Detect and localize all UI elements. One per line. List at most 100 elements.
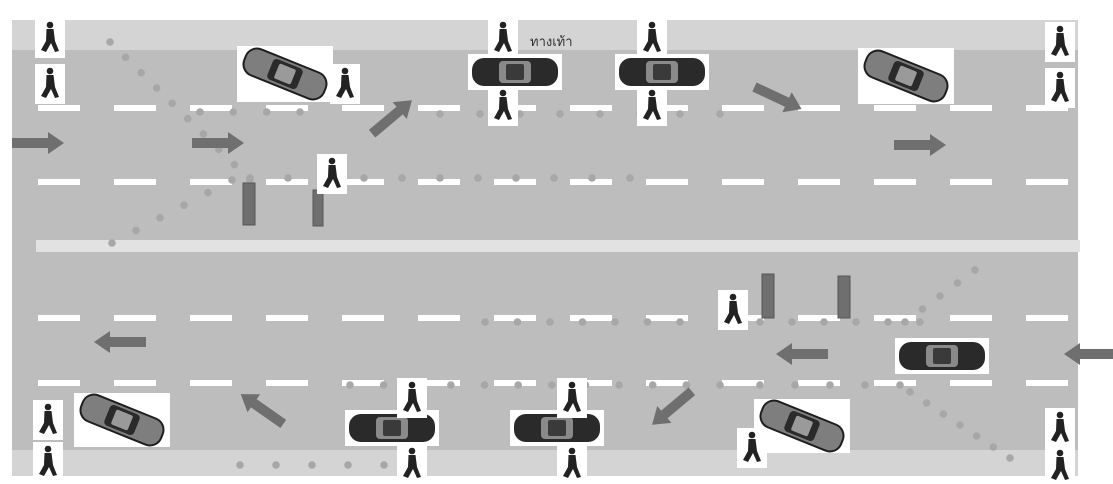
lane-dash bbox=[874, 315, 916, 321]
crosswalk-dot bbox=[626, 174, 634, 182]
pedestrians bbox=[33, 18, 1075, 484]
car-icon bbox=[615, 54, 709, 90]
car-icon bbox=[895, 338, 989, 374]
lane-dash bbox=[266, 380, 308, 386]
crosswalk-dot bbox=[132, 226, 140, 235]
crosswalk-dot bbox=[152, 84, 161, 92]
crosswalk-dot bbox=[588, 174, 596, 182]
lane-dash bbox=[874, 179, 916, 185]
lane-dash bbox=[646, 380, 688, 386]
crosswalk-dot bbox=[296, 108, 304, 116]
lane-dash bbox=[570, 179, 612, 185]
sidewalk-top bbox=[12, 20, 1078, 50]
crosswalk-dot bbox=[648, 381, 657, 389]
crosswalk-dot bbox=[716, 110, 724, 118]
lane-dash bbox=[114, 179, 156, 185]
crosswalk-dot bbox=[436, 110, 444, 118]
lane-dash bbox=[646, 179, 688, 185]
lane-dash bbox=[190, 380, 232, 386]
pedestrian-icon bbox=[637, 18, 667, 58]
lane-dash bbox=[646, 315, 688, 321]
lane-dash bbox=[190, 105, 232, 111]
crosswalk-dot bbox=[379, 381, 388, 389]
lane-dash bbox=[874, 105, 916, 111]
crosswalk-dot bbox=[556, 110, 564, 118]
crosswalk-dot bbox=[916, 318, 924, 326]
crosswalk-dot bbox=[884, 318, 892, 326]
car-icon bbox=[468, 54, 562, 90]
lane-dash bbox=[38, 179, 80, 185]
pedestrian-icon bbox=[637, 86, 667, 126]
crosswalk-dot bbox=[156, 214, 164, 222]
crosswalk-dot bbox=[516, 110, 524, 118]
crosswalk-dot bbox=[548, 381, 556, 389]
crosswalk-dot bbox=[643, 318, 652, 326]
lane-dash bbox=[494, 315, 536, 321]
lane-dash bbox=[190, 315, 232, 321]
crosswalk-dot bbox=[861, 381, 869, 389]
crosswalk-dot bbox=[546, 318, 554, 326]
crosswalk-dot bbox=[476, 110, 484, 118]
lane-dash bbox=[114, 315, 156, 321]
crosswalk-dot bbox=[596, 110, 604, 118]
lane-dash bbox=[418, 315, 460, 321]
pedestrian-icon bbox=[33, 442, 63, 482]
lane-dash bbox=[190, 179, 232, 185]
sidewalk-label: ทางเท้า bbox=[530, 35, 573, 50]
crosswalk-dot bbox=[229, 108, 238, 116]
pedestrian-icon bbox=[557, 444, 587, 484]
lane-dash bbox=[950, 179, 992, 185]
lane-dash bbox=[342, 380, 384, 386]
lane-dash bbox=[114, 380, 156, 386]
lane-dash bbox=[266, 315, 308, 321]
bollard bbox=[242, 182, 256, 226]
pedestrian-icon bbox=[737, 428, 767, 468]
lane-dash bbox=[950, 315, 992, 321]
pedestrian-icon bbox=[1045, 446, 1075, 484]
crosswalk-dot bbox=[346, 381, 354, 389]
crosswalk-dot bbox=[989, 443, 998, 451]
crosswalk-dot bbox=[199, 130, 208, 138]
lane-dash bbox=[798, 315, 840, 321]
crosswalk-dot bbox=[183, 114, 192, 123]
crosswalk-dot bbox=[922, 399, 931, 407]
crosswalk-dot bbox=[852, 318, 860, 326]
crosswalk-dot bbox=[1006, 454, 1014, 462]
lane-markings bbox=[38, 105, 1068, 386]
lane-dash bbox=[950, 105, 992, 111]
crosswalk-dot bbox=[550, 174, 558, 182]
crosswalk-dot bbox=[230, 160, 239, 169]
crosswalk-dot bbox=[180, 201, 188, 209]
lane-dash bbox=[418, 105, 460, 111]
median-strip bbox=[36, 240, 1080, 252]
lane-dash bbox=[570, 315, 612, 321]
pedestrian-icon bbox=[35, 64, 65, 104]
crosswalk-dot bbox=[272, 461, 280, 469]
lane-dash bbox=[342, 315, 384, 321]
pedestrian-icon bbox=[35, 18, 65, 58]
lane-dash bbox=[798, 105, 840, 111]
crosswalk-dot bbox=[121, 53, 130, 62]
pedestrian-icon bbox=[330, 64, 360, 104]
crosswalk-dot bbox=[956, 421, 964, 429]
crosswalk-dot bbox=[756, 318, 764, 326]
lane-dash bbox=[874, 380, 916, 386]
lane-dash bbox=[950, 380, 992, 386]
lane-dash bbox=[570, 380, 612, 386]
crosswalk-dot bbox=[972, 432, 981, 440]
crosswalk-dot bbox=[826, 381, 834, 389]
lane-dash bbox=[38, 380, 80, 386]
crosswalk-dot bbox=[447, 381, 455, 389]
crosswalk-dot bbox=[611, 318, 619, 326]
crosswalk-dot bbox=[512, 174, 520, 182]
pedestrian-icon bbox=[397, 378, 427, 418]
pedestrian-icon bbox=[718, 290, 748, 330]
crosswalk-dot bbox=[820, 318, 828, 326]
lane-dash bbox=[722, 179, 764, 185]
lane-dash bbox=[1026, 315, 1068, 321]
car-icon bbox=[237, 43, 333, 105]
pedestrian-icon bbox=[488, 18, 518, 58]
pedestrian-icon bbox=[397, 444, 427, 484]
lane-dash bbox=[1026, 380, 1068, 386]
